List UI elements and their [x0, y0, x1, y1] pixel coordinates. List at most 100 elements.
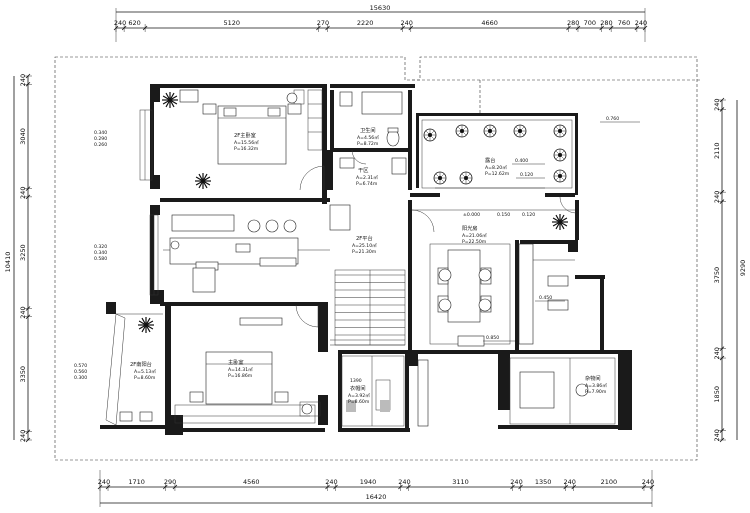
dim-segment: 240 [325, 478, 337, 486]
room-area-cloakroom: A=3.92㎡ [348, 392, 370, 399]
room-area-master-2f: A=15.56㎡ [234, 139, 259, 146]
level-mark: 0.450 [539, 295, 552, 301]
dim-segment: 240 [713, 191, 721, 203]
dim-segment: 240 [510, 478, 522, 486]
dim-segment: 2220 [357, 19, 374, 27]
dim-segment: 1850 [713, 386, 721, 403]
dim-segment: 2100 [601, 478, 618, 486]
level-mark: 0.300 [74, 375, 87, 381]
room-area-washroom: A=2.31㎡ [356, 174, 378, 181]
dim-segment: 240 [98, 478, 110, 486]
level-mark: 0.320 [94, 244, 107, 250]
living-counter [171, 214, 235, 232]
dim-segment: 280 [567, 19, 579, 27]
dim-segment: 700 [584, 19, 596, 27]
dim-segment: 240 [19, 74, 27, 86]
dim-segment: 270 [317, 19, 329, 27]
room-area-platform: A=25.10㎡ [352, 242, 377, 249]
room-name-master-2f: 2F主卧室 [234, 131, 256, 139]
level-mark: 0.340 [94, 130, 107, 136]
room-labels: 2F主卧室 A=15.56㎡ P=16.32m 卫生间 A=4.56㎡ P=8.… [130, 126, 607, 405]
room-area-bathroom: A=4.56㎡ [357, 134, 379, 141]
dim-segment: 240 [19, 430, 27, 442]
level-mark: 0.120 [522, 212, 535, 218]
dim-segment: 240 [713, 98, 721, 110]
dim-segment: 1710 [128, 478, 145, 486]
dim-segment: 280 [600, 19, 612, 27]
plant-icon [552, 214, 568, 230]
level-mark: 0.850 [486, 335, 499, 341]
dim-segment: 3110 [452, 478, 469, 486]
dim-segment: 240 [401, 19, 413, 27]
room-perim-south-balcony: P=8.60m [134, 375, 156, 381]
room-area-sunroom: A=21.06㎡ [462, 232, 487, 239]
room-perim-bathroom: P=8.72m [357, 141, 379, 147]
dining-table [447, 249, 481, 323]
dim-segment: 240 [19, 306, 27, 318]
level-mark: 0.400 [515, 158, 528, 164]
bottom-total-dim: 16420 [366, 493, 387, 501]
dim-segment: 3250 [19, 244, 27, 261]
plant-icon [138, 317, 154, 333]
level-mark: 0.260 [94, 142, 107, 148]
room-name-bathroom: 卫生间 [360, 126, 376, 134]
room-area-south-balcony: A=5.13㎡ [134, 368, 156, 375]
room-name-cloakroom: 衣帽间 [350, 384, 366, 392]
room-perim-platform: P=21.30m [352, 249, 377, 255]
room-name-sunroom: 阳光房 [462, 224, 478, 232]
dim-segment: 1940 [360, 478, 377, 486]
level-mark: 0.290 [94, 136, 107, 142]
room-perim-main-bedroom: P=16.86m [228, 373, 253, 379]
room-perim-master-2f: P=16.32m [234, 146, 259, 152]
dim-segment: 290 [164, 478, 176, 486]
room-perim-storage: P=7.90m [585, 389, 607, 395]
level-mark: 0.560 [74, 369, 87, 375]
dim-segment: 240 [19, 187, 27, 199]
dim-segment: 240 [635, 19, 647, 27]
boundary-frame [54, 56, 698, 461]
dim-segment: 1350 [535, 478, 552, 486]
dim-segment: 240 [642, 478, 654, 486]
level-mark: 0.150 [497, 212, 510, 218]
dim-segment: 240 [563, 478, 575, 486]
plant-icon [195, 173, 211, 189]
dim-segment: 240 [713, 429, 721, 441]
top-total-dim: 15630 [370, 4, 391, 12]
room-name-main-bedroom: 主卧室 [228, 358, 244, 366]
room-area-main-bedroom: A=14.31㎡ [228, 366, 253, 373]
dim-segment: 5120 [223, 19, 240, 27]
right-total-dim: 9290 [739, 260, 747, 277]
room-area-storage: A=3.86㎡ [585, 382, 607, 389]
room-perim-washroom: P=6.74m [356, 181, 378, 187]
dim-segment: 4560 [243, 478, 260, 486]
room-name-terrace: 露台 [485, 156, 495, 164]
dim-segment: 240 [713, 347, 721, 359]
room-perim-cloakroom: P=8.60m [348, 399, 370, 405]
stair-dim-label: 1390 [350, 378, 362, 384]
walls [100, 84, 632, 435]
level-marks: 0.760 0.400 0.120 ±0.000 0.150 0.120 0.4… [74, 116, 640, 381]
room-name-storage: 杂物间 [585, 374, 601, 382]
dim-segment: 240 [398, 478, 410, 486]
level-mark: 0.570 [74, 363, 87, 369]
room-name-platform: 2F平台 [356, 234, 373, 242]
bottom-dimensions: 16420 240 1710 290 4560 240 1940 240 3110 240 135… [97, 470, 655, 507]
level-mark: 0.340 [94, 250, 107, 256]
room-name-washroom: 干区 [358, 167, 368, 174]
level-mark: 0.120 [520, 172, 533, 178]
door-swings [295, 149, 577, 328]
dim-segment: 3040 [19, 128, 27, 145]
room-perim-sunroom: P=22.50m [462, 239, 487, 245]
left-total-dim: 10410 [4, 252, 12, 273]
dim-segment: 4660 [481, 19, 498, 27]
room-area-terrace: A=8.20㎡ [485, 164, 507, 171]
dim-segment: 2110 [713, 143, 721, 160]
dim-segment: 620 [128, 19, 140, 27]
level-mark: ±0.000 [463, 212, 480, 218]
level-mark: 0.580 [94, 256, 107, 262]
level-mark: 0.760 [606, 116, 619, 122]
